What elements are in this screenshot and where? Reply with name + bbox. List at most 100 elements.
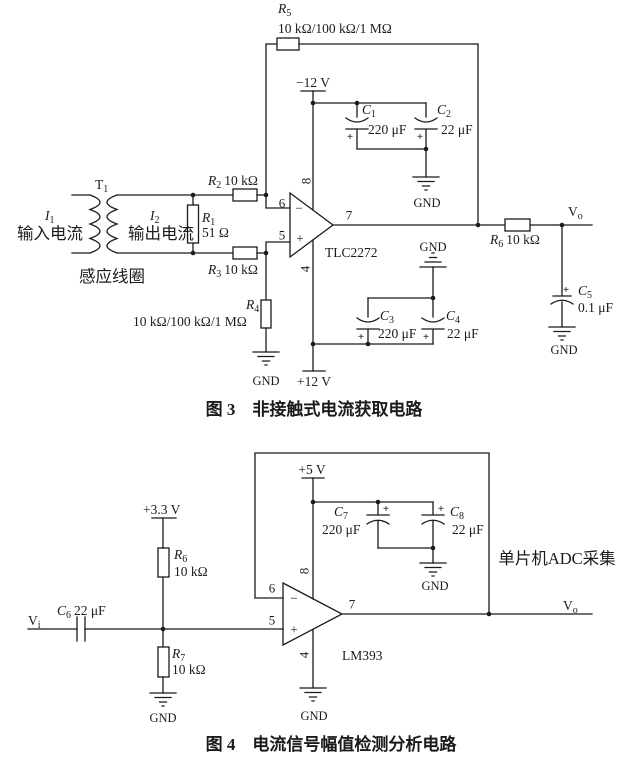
c3-polarity-plus: + [358, 331, 364, 343]
ground-symbol-c5 [548, 326, 576, 341]
label-c8-value: 22 μF [452, 522, 484, 537]
ground-symbol-c3c4 [419, 252, 447, 268]
junction-dot [263, 250, 269, 256]
label-r4-name: R4 [245, 297, 259, 315]
label-vi: Vi [28, 613, 41, 631]
c2-polarity-plus: + [417, 131, 423, 143]
junction-dot [423, 146, 429, 152]
pin-8-vplus: 8 [299, 178, 314, 185]
junction-dot [354, 100, 360, 106]
figure3-circuit: R5 10 kΩ/100 kΩ/1 MΩ T1 I1 输入电流 I2 输出电流 … [17, 1, 613, 419]
capacitor-c3-symbol [356, 297, 380, 345]
opamp-plus-sign-fig4: + [290, 622, 297, 637]
pin-7-output: 7 [346, 208, 353, 223]
opamp-plus-sign: + [296, 231, 303, 246]
c4-polarity-plus: + [423, 331, 429, 343]
c5-polarity-plus: + [563, 284, 569, 296]
opamp-minus-sign-fig4: − [290, 591, 297, 606]
label-r1-name: R1 [201, 210, 215, 228]
label-c2-value: 22 μF [441, 122, 473, 137]
label-vo-fig3: Vo [568, 204, 583, 222]
junction-dot [365, 341, 371, 347]
pin-7-output-fig4: 7 [349, 597, 356, 612]
label-r4-value: 10 kΩ/100 kΩ/1 MΩ [133, 314, 247, 329]
pin-8-vplus-fig4: 8 [297, 568, 312, 575]
c1-polarity-plus: + [347, 131, 353, 143]
transformer-primary-coil [88, 194, 101, 254]
label-c1-value: 220 μF [368, 122, 407, 137]
label-i2: I2 [149, 208, 160, 226]
resistor-r6b-symbol [157, 547, 170, 578]
label-r6b-name: R6 [173, 547, 187, 565]
label-5v: +5 V [298, 462, 325, 477]
wire-feedback-right [298, 43, 479, 226]
ground-symbol-c1c2 [412, 176, 440, 191]
wire-feedback-left [265, 43, 291, 209]
junction-dot [190, 192, 196, 198]
junction-dot [475, 222, 481, 228]
junction-dot [310, 341, 316, 347]
label-c1-name: C1 [362, 102, 376, 120]
label-c4-value: 22 μF [447, 326, 479, 341]
capacitor-c1-symbol [345, 102, 369, 150]
capacitor-c8-symbol [421, 501, 445, 549]
resistor-r1-symbol [186, 204, 200, 244]
pin-5-noninverting: 5 [279, 228, 286, 243]
ground-symbol-r7 [149, 692, 177, 707]
label-c5-name: C5 [578, 283, 592, 301]
junction-dot [310, 100, 316, 106]
pin-6-inverting-fig4: 6 [269, 581, 276, 596]
label-neg12v: −12 V [296, 75, 330, 90]
capacitor-c6-symbol [76, 616, 86, 642]
label-tlc2272: TLC2272 [325, 245, 378, 260]
label-induction-coil: 感应线圈 [79, 267, 145, 286]
label-adc-annotation: 单片机ADC采集 [498, 549, 615, 568]
gnd-text-r4: GND [252, 374, 279, 388]
label-pos12v: +12 V [297, 374, 331, 389]
label-r7-value: 10 kΩ [172, 662, 206, 677]
junction-dot [559, 222, 565, 228]
label-c5-value: 0.1 μF [578, 300, 613, 315]
label-c3-name: C3 [380, 308, 394, 326]
label-c3-value: 220 μF [378, 326, 417, 341]
junction-dot [190, 250, 196, 256]
junction-dot [430, 545, 436, 551]
label-c2-name: C2 [437, 102, 451, 120]
ground-symbol-opamp [299, 687, 327, 702]
resistor-r2-symbol [232, 188, 258, 202]
figure4-caption: 图 4 电流信号幅值检测分析电路 [206, 734, 458, 754]
pin-4-vminus: 4 [298, 265, 313, 272]
junction-dot [263, 192, 269, 198]
figure3-caption: 图 3 非接触式电流获取电路 [206, 399, 424, 419]
pin-5-noninverting-fig4: 5 [269, 613, 276, 628]
capacitor-c5-symbol [550, 224, 574, 328]
gnd-text-c7c8: GND [421, 579, 448, 593]
junction-dots-fig3 [190, 100, 565, 347]
wire-feedback-loop [254, 452, 490, 615]
transformer-secondary-coil [106, 194, 119, 254]
label-input-current: 输入电流 [17, 224, 83, 243]
gnd-text-c1c2: GND [413, 196, 440, 210]
resistor-r7-symbol [157, 646, 170, 678]
label-r7-name: R7 [171, 646, 185, 664]
junction-dot [310, 499, 316, 505]
gnd-text-opamp: GND [300, 709, 327, 723]
resistor-r3-symbol [232, 246, 258, 260]
pin-4-vminus-fig4: 4 [297, 651, 312, 658]
label-c7-value: 220 μF [322, 522, 361, 537]
label-vo-fig4: Vo [563, 598, 578, 616]
junction-dot [486, 611, 492, 617]
label-3v3: +3.3 V [143, 502, 181, 517]
label-t1: T1 [95, 177, 108, 195]
label-r5-value: 10 kΩ/100 kΩ/1 MΩ [278, 21, 392, 36]
ground-symbol-r4 [252, 351, 280, 366]
gnd-text-c3c4: GND [419, 240, 446, 254]
junction-dot [430, 295, 436, 301]
ground-symbol-c7c8 [419, 562, 447, 577]
wire-c7c8-bottom-rail [377, 547, 434, 564]
